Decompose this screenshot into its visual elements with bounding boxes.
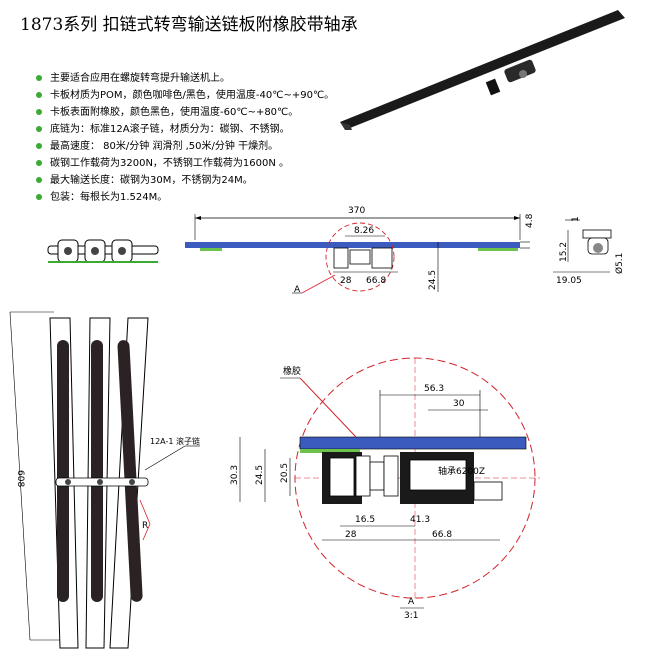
end-dim-top: 1	[571, 216, 581, 222]
spec-item: 卡板材质为POM，颜色咖啡色/黑色，使用温度-40℃~+90℃。	[36, 87, 334, 104]
dim-detail-28: 28	[345, 530, 357, 540]
bearing-label: 轴承6200Z	[438, 465, 485, 477]
detail-view: 56.3 30 30.3 24.5 20.5 16.5 41.3 28 66.8…	[230, 357, 540, 621]
dim-826: 8.26	[354, 226, 374, 236]
spec-item: 最高速度： 80米/分钟 润滑剂 ,50米/分钟 干燥剂。	[36, 138, 334, 155]
dim-30: 30	[453, 399, 465, 409]
end-dim-diameter: Ø5.1	[614, 253, 625, 274]
dim-245: 24.5	[428, 270, 438, 290]
dim-413: 41.3	[410, 515, 430, 525]
dim-563: 56.3	[424, 384, 444, 394]
spec-item: 碳钢工作载荷为3200N，不锈钢工作载荷为1600N 。	[36, 155, 334, 172]
spec-item: 主要适合应用在螺旋转弯提升输送机上。	[36, 70, 334, 87]
dim-detail-245: 24.5	[255, 465, 265, 485]
dim-28: 28	[340, 276, 352, 286]
spec-item: 卡板表面附橡胶，颜色黑色，使用温度-60℃~+80℃。	[36, 104, 334, 121]
dim-48: 4.8	[525, 213, 535, 228]
spec-item: 最大输送长度：碳钢为30M，不锈钢为24M。	[36, 172, 334, 189]
dim-165: 16.5	[355, 515, 375, 525]
caption-letter: A	[408, 597, 415, 607]
detail-marker-a: A	[294, 285, 301, 295]
spec-list: 主要适合应用在螺旋转弯提升输送机上。 卡板材质为POM，颜色咖啡色/黑色，使用温…	[36, 70, 334, 206]
chain-top-view	[47, 239, 159, 263]
chain-label: 12A-1 滚子链	[150, 436, 200, 446]
end-view: 1 15.2 19.05 Ø5.1	[553, 216, 625, 286]
spec-item: 底链为：标准12A滚子链，材质分为：碳钢、不锈钢。	[36, 121, 334, 138]
dim-303: 30.3	[230, 465, 240, 485]
dim-205: 20.5	[280, 463, 290, 483]
spec-item: 包装：每根长为1.524M。	[36, 189, 334, 206]
end-dim-152: 15.2	[559, 242, 569, 262]
dim-668: 66.8	[366, 276, 386, 286]
product-photo	[340, 10, 625, 130]
radius-label: R	[142, 521, 148, 531]
side-view: 370 8.26 28 66.8 24.5 4.8 A	[185, 206, 535, 295]
page-title: 1873系列 扣链式转弯输送链板附橡胶带轴承	[20, 15, 358, 35]
rubber-label: 橡胶	[283, 365, 301, 377]
caption-scale: 3:1	[404, 611, 418, 621]
end-dim-1905: 19.05	[556, 276, 582, 286]
dim-detail-668: 66.8	[432, 530, 452, 540]
curve-view: 608 12A-1 滚子链 R	[9, 311, 200, 649]
dim-370: 370	[348, 206, 365, 216]
dim-608: 608	[15, 470, 25, 487]
